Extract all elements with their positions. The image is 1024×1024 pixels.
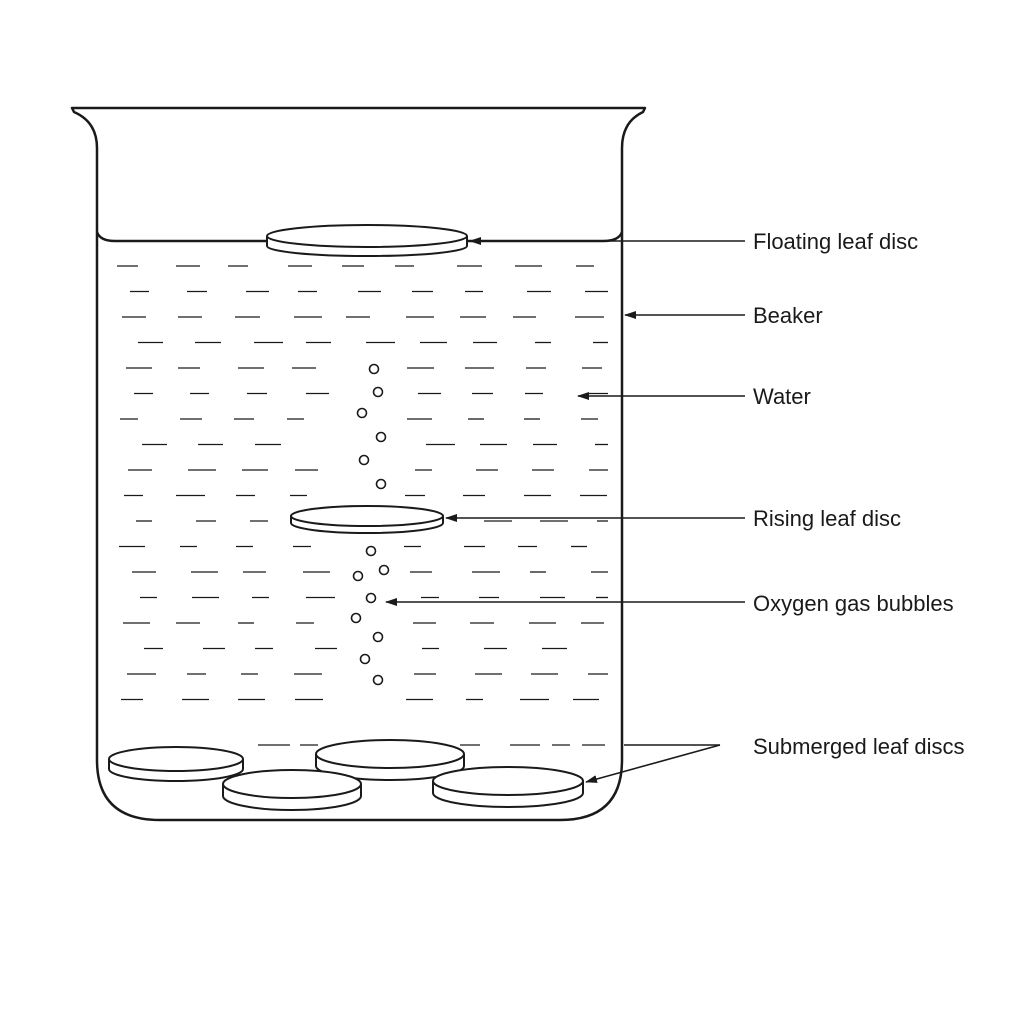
oxygen-bubble — [372, 674, 384, 686]
oxygen-bubble — [378, 564, 390, 576]
submerged-leaf-disc — [222, 769, 362, 811]
label-water: Water — [753, 384, 811, 409]
label-floating-leaf-disc: Floating leaf disc — [753, 229, 918, 254]
oxygen-bubble — [356, 407, 368, 419]
label-oxygen-gas-bubbles: Oxygen gas bubbles — [753, 591, 954, 616]
water-dashes — [117, 265, 608, 746]
oxygen-bubble — [365, 545, 377, 557]
submerged-leaf-disc — [108, 746, 244, 782]
oxygen-bubble — [352, 570, 364, 582]
submerged-leaf-disc — [432, 766, 584, 808]
floating-leaf-disc — [266, 224, 468, 257]
submerged-leader-lower — [585, 744, 721, 783]
oxygen-bubble — [375, 478, 387, 490]
label-submerged-leaf-discs: Submerged leaf discs — [753, 734, 965, 759]
rising-leaf-disc — [290, 505, 444, 534]
oxygen-bubble — [365, 592, 377, 604]
oxygen-bubble — [375, 431, 387, 443]
label-rising-leaf-disc: Rising leaf disc — [753, 506, 901, 531]
label-beaker: Beaker — [753, 303, 823, 328]
oxygen-bubble — [350, 612, 362, 624]
oxygen-bubble — [359, 653, 371, 665]
oxygen-bubble — [372, 386, 384, 398]
oxygen-bubble — [372, 631, 384, 643]
oxygen-bubbles — [350, 363, 390, 686]
oxygen-bubble — [358, 454, 370, 466]
oxygen-bubble — [368, 363, 380, 375]
beaker-outline — [70, 106, 647, 822]
